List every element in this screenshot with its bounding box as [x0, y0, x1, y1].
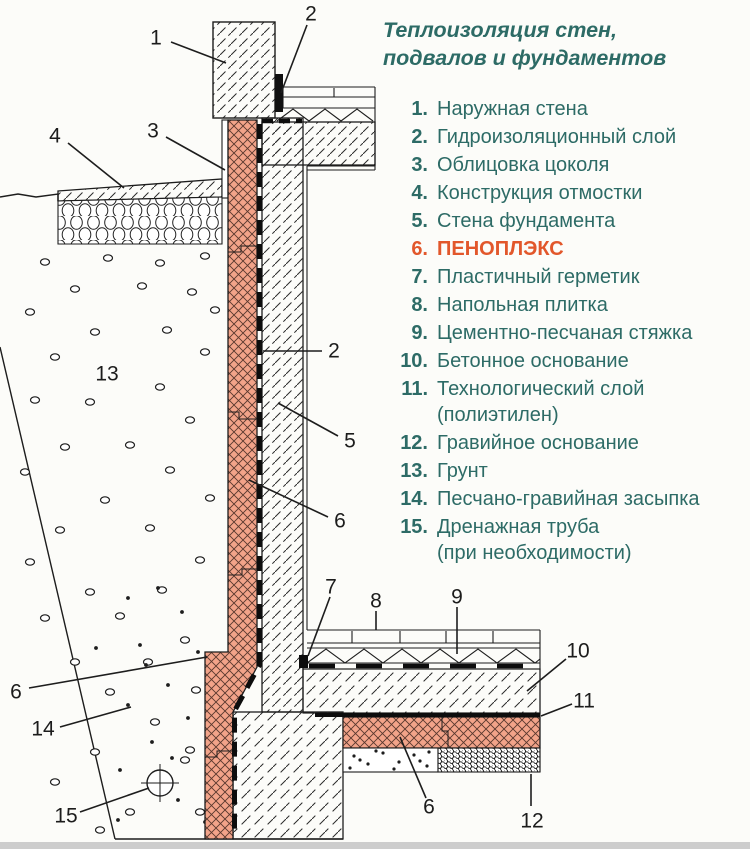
legend-item-text: Напольная плитка	[437, 294, 608, 316]
callout-label: 14	[31, 717, 55, 741]
legend-item: 10. Бетонное основание	[383, 348, 745, 374]
legend-item-number: 14.	[400, 488, 428, 510]
soil-area	[0, 193, 343, 840]
floor-insulation-joint	[441, 717, 449, 748]
interior-finish-lines	[306, 165, 375, 630]
callout-label: 13	[95, 362, 119, 386]
waterproofing-dashed-line	[232, 124, 262, 836]
legend-item: 14. Песчано-гравийная засыпка	[383, 486, 745, 512]
legend-item-number: 5.	[411, 210, 428, 232]
legend-item-text: Пластичный герметик	[437, 266, 640, 288]
legend-item: 5. Стена фундамента	[383, 208, 745, 234]
sand-texture	[348, 749, 431, 771]
footing	[232, 711, 344, 840]
legend-item-text: Конструкция отмостки	[437, 182, 643, 204]
callout-label: 2	[305, 2, 317, 26]
legend-title-line2: подвалов и фундаментов	[383, 46, 667, 70]
callout-label: 2	[328, 339, 340, 363]
callout-label: 6	[334, 509, 346, 533]
legend-item-text: Наружная стена	[437, 98, 588, 120]
callout-label: 15	[54, 804, 78, 828]
callout-label: 12	[520, 809, 544, 833]
callout-label: 6	[423, 795, 435, 819]
legend-item-text: Гравийное основание	[437, 432, 639, 454]
legend-item-text: Грунт	[437, 460, 488, 482]
bottom-edge-bar	[0, 842, 750, 849]
legend-item-number: 2.	[411, 126, 428, 148]
plinth-cladding	[221, 119, 229, 199]
ground-surface-line	[0, 193, 59, 201]
legend-item-text: Песчано-гравийная засыпка	[437, 488, 700, 510]
legend-item-number: 9.	[411, 322, 428, 344]
sand-layer	[342, 747, 439, 773]
upper-floor-layers	[276, 86, 376, 170]
legend-item-text: Дренажная труба(при необходимости)	[437, 516, 632, 564]
legend-item-number: 13.	[400, 460, 428, 482]
legend-item: 13. Грунт	[383, 458, 745, 484]
legend-item-text: Технологический слой(полиэтилен)	[437, 378, 645, 426]
callout-label: 11	[573, 689, 595, 713]
outer-wall	[212, 21, 276, 119]
callout-label: 7	[325, 575, 337, 599]
drainage-pipe	[141, 764, 179, 802]
legend-item-number: 10.	[400, 350, 428, 372]
legend-title-line1: Теплоизоляция стен,	[383, 18, 617, 42]
legend-item: 15. Дренажная труба(при необходимости)	[383, 514, 745, 566]
gravel-base	[437, 747, 541, 773]
legend-item: 11. Технологический слой(полиэтилен)	[383, 376, 745, 428]
legend-item-number: 11.	[401, 378, 428, 400]
waterproofing-layers	[232, 118, 540, 836]
plastic-sealant	[299, 655, 308, 668]
legend-item-number: 12.	[400, 432, 428, 454]
concrete-base	[302, 668, 541, 714]
legend-item: 9. Цементно-песчаная стяжка	[383, 320, 745, 346]
legend-item-number: 7.	[411, 266, 428, 288]
callout-label: 1	[150, 26, 162, 50]
legend-item-text: Гидроизоляционный слой	[437, 126, 677, 148]
callout-label: 8	[370, 589, 382, 613]
legend-item: 12. Гравийное основание	[383, 430, 745, 456]
waterproofing-strip-top	[275, 74, 283, 112]
legend-list: 1. Наружная стена 2. Гидроизоляционный с…	[383, 96, 745, 568]
legend-item-text: Облицовка цоколя	[437, 154, 610, 176]
legend-item-number: 4.	[411, 182, 428, 204]
insulation-joints	[205, 245, 257, 758]
foundation-wall	[261, 117, 304, 713]
legend-item: 2. Гидроизоляционный слой	[383, 124, 745, 150]
pebble-layer	[57, 196, 223, 245]
legend-item-text: Бетонное основание	[437, 350, 629, 372]
legend-item-number: 15.	[400, 516, 428, 538]
callout-label: 4	[49, 124, 61, 148]
legend-item: 8. Напольная плитка	[383, 292, 745, 318]
legend-item-number: 1.	[411, 98, 428, 120]
callout-label: 10	[566, 639, 590, 663]
legend-item-text: ПЕНОПЛЭКС	[437, 238, 564, 260]
legend-item-text: Стена фундамента	[437, 210, 616, 232]
legend-item: 3. Облицовка цоколя	[383, 152, 745, 178]
floor-finish-layers	[306, 629, 541, 772]
soil-texture	[19, 252, 221, 834]
legend-item: 6. ПЕНОПЛЭКС	[383, 236, 745, 262]
legend-item: 4. Конструкция отмостки	[383, 180, 745, 206]
legend-item-text: Цементно-песчаная стяжка	[437, 322, 693, 344]
callout-label: 3	[147, 119, 159, 143]
backfill-texture	[94, 586, 207, 824]
callout-label: 6	[10, 680, 22, 704]
legend-item: 7. Пластичный герметик	[383, 264, 745, 290]
legend-title: Теплоизоляция стен, подвалов и фундамент…	[383, 16, 666, 72]
leader-lines	[28, 24, 573, 813]
legend-item-number: 3.	[411, 154, 428, 176]
ceiling-slab	[261, 121, 376, 166]
excavation-line	[0, 346, 116, 840]
legend-item: 1. Наружная стена	[383, 96, 745, 122]
callout-label: 9	[451, 585, 463, 609]
legend-item-number: 8.	[411, 294, 428, 316]
callout-label: 5	[344, 429, 356, 453]
legend-item-number: 6.	[411, 238, 428, 260]
